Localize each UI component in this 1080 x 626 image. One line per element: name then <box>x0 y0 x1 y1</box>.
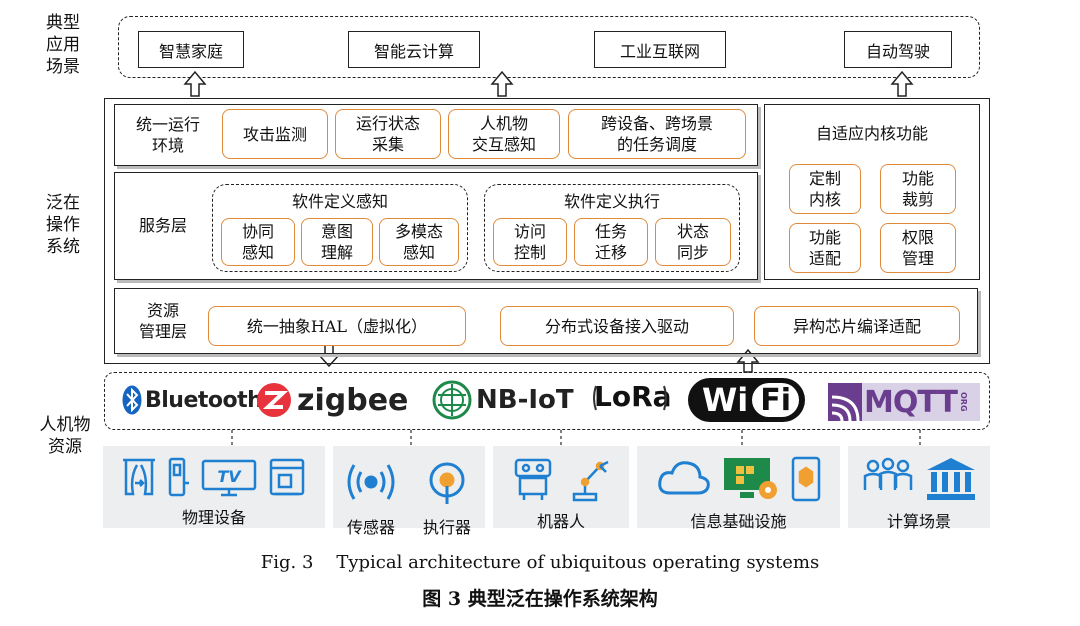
kernel-panel <box>764 104 980 280</box>
app-scenes-group <box>118 16 980 78</box>
mqtt-logo: MQTT ORG <box>828 383 980 421</box>
band-info-infrastructure: 信息基础设施 <box>637 446 840 531</box>
sensing-intent: 意图 理解 <box>301 218 373 266</box>
sensing-multimodal: 多模态 感知 <box>379 218 459 266</box>
runtime-layer <box>114 104 758 166</box>
svg-text:TV: TV <box>217 467 242 486</box>
kernel-trimming: 功能 裁剪 <box>880 164 956 214</box>
zigbee-label: zigbee <box>297 382 409 418</box>
nbiot-logo: NB-IoT <box>432 380 574 420</box>
resource-hal: 统一抽象HAL（虚拟化） <box>208 306 466 346</box>
wifi-badge: Wi Fi <box>688 378 806 422</box>
kernel-permission: 权限 管理 <box>880 223 956 273</box>
runtime-task-scheduling: 跨设备、跨场景 的任务调度 <box>568 109 746 159</box>
zigbee-icon <box>257 383 291 417</box>
wifi-logo: Wi Fi <box>688 378 806 422</box>
band-robots: 机器人 <box>493 446 629 531</box>
band-physical-devices: TV 物理设备 <box>103 446 325 528</box>
coffee-machine-icon <box>269 458 305 496</box>
bluetooth-logo: Bluetooth <box>122 385 263 415</box>
people-group-icon <box>863 457 913 490</box>
scene-smart-cloud: 智能云计算 <box>348 31 480 68</box>
band-label-actuators: 执行器 <box>422 518 471 537</box>
os-frame <box>104 98 990 364</box>
service-layer <box>114 172 758 280</box>
execution-state-sync: 状态 同步 <box>655 218 731 266</box>
monitor-icon <box>723 458 777 499</box>
side-label-apps: 典型 应用 场景 <box>46 13 80 77</box>
tv-icon: TV <box>201 459 257 497</box>
lora-wave-icon <box>593 385 667 411</box>
mqtt-label: MQTT <box>864 384 958 420</box>
actuator-icon <box>429 462 465 504</box>
band-computing-scenarios: 计算场景 <box>848 446 990 531</box>
sensing-collaborative: 协同 感知 <box>221 218 295 266</box>
band-label-sensors: 传感器 <box>346 518 395 537</box>
protocol-strip <box>104 372 990 430</box>
band-label-info-infrastructure: 信息基础设施 <box>690 512 787 531</box>
mobile-device-icon <box>791 456 820 502</box>
wifi-label-wi: Wi <box>702 381 749 419</box>
mqtt-wave-icon <box>828 383 862 421</box>
nbiot-label: NB-IoT <box>476 385 574 415</box>
scene-autonomous-driving: 自动驾驶 <box>844 31 952 68</box>
robot-arm-icon <box>572 460 609 502</box>
sensing-group <box>212 184 468 272</box>
lora-label: LoRa <box>594 380 672 413</box>
robot-icon <box>514 458 552 500</box>
kernel-adaptation: 功能 适配 <box>789 223 861 273</box>
zigbee-logo: zigbee <box>256 382 408 418</box>
kernel-custom: 定制 内核 <box>789 164 861 214</box>
side-label-os: 泛在 操作 系统 <box>46 193 80 257</box>
nbiot-globe-icon <box>432 380 472 420</box>
runtime-layer-title: 统一运行 环境 <box>135 115 200 155</box>
curtain-icon <box>123 458 155 496</box>
side-label-resources: 人机物 资源 <box>39 415 91 457</box>
lora-logo: LoRa <box>593 380 672 413</box>
resource-distributed-driver: 分布式设备接入驱动 <box>500 306 734 346</box>
execution-group <box>484 184 740 272</box>
execution-group-title: 软件定义执行 <box>563 191 660 211</box>
band-sensors-actuators: 传感器 执行器 <box>333 446 485 537</box>
mqtt-org-label: ORG <box>958 392 968 412</box>
institution-icon <box>927 458 975 500</box>
runtime-status-collection: 运行状态 采集 <box>335 109 441 159</box>
bluetooth-label: Bluetooth <box>145 387 263 413</box>
resource-heterogeneous-compile: 异构芯片编译适配 <box>754 306 960 346</box>
cloud-icon <box>657 461 710 495</box>
runtime-attack-monitoring: 攻击监测 <box>222 109 328 159</box>
bluetooth-icon <box>122 385 142 415</box>
smart-lock-icon <box>168 457 189 497</box>
runtime-interaction-sensing: 人机物 交互感知 <box>448 109 560 159</box>
caption-chinese: 图 3 典型泛在操作系统架构 <box>422 588 658 610</box>
band-label-robots: 机器人 <box>536 512 585 531</box>
band-label-computing-scenarios: 计算场景 <box>886 512 951 531</box>
wifi-fi-pill: Fi <box>752 382 800 418</box>
scene-smart-home: 智慧家庭 <box>138 31 244 68</box>
resource-mgmt-title: 资源 管理层 <box>138 301 187 341</box>
sensor-icon <box>347 464 395 500</box>
resource-mgmt-layer <box>114 288 978 354</box>
wifi-label-fi: Fi <box>760 382 792 418</box>
band-label-physical-devices: 物理设备 <box>181 508 246 527</box>
scene-industrial-internet: 工业互联网 <box>594 31 726 68</box>
service-layer-title: 服务层 <box>138 215 187 235</box>
caption-english: Fig. 3 Typical architecture of ubiquitou… <box>260 552 820 573</box>
execution-access-control: 访问 控制 <box>493 218 567 266</box>
kernel-panel-title: 自适应内核功能 <box>815 123 928 143</box>
sensing-group-title: 软件定义感知 <box>291 191 388 211</box>
execution-task-migration: 任务 迁移 <box>574 218 648 266</box>
